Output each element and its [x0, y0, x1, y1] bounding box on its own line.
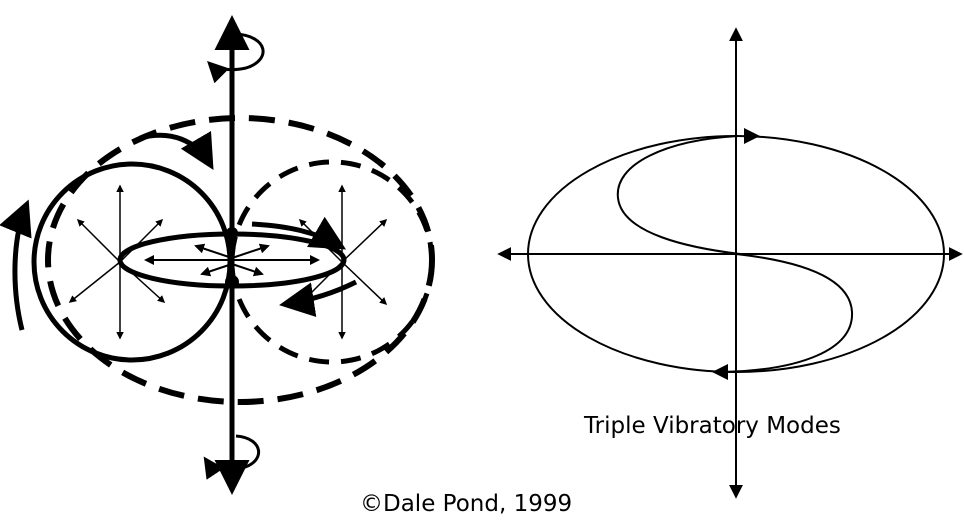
rotation-arrow-bottom — [203, 434, 261, 480]
left-starburst-arrows — [68, 184, 166, 340]
ellipse-arrow-bottom — [712, 364, 728, 380]
center-node-top — [226, 227, 238, 239]
copyright-credit: ©Dale Pond, 1999 — [360, 491, 573, 517]
center-horizontal-arrows — [144, 243, 320, 277]
s-curve-upper — [616, 135, 741, 255]
diagram-caption: Triple Vibratory Modes — [584, 413, 841, 439]
center-node-bottom — [225, 275, 239, 289]
left-solid-circle — [31, 161, 233, 363]
right-starburst-arrows — [298, 184, 388, 340]
rotation-arrow-top — [207, 32, 265, 84]
left-diagram — [0, 15, 435, 495]
right-dashed-circle — [229, 159, 435, 365]
s-curve-lower — [723, 253, 854, 373]
flow-arrows — [0, 130, 358, 331]
ellipse-arrow-top — [744, 128, 760, 144]
right-diagram — [497, 27, 963, 499]
